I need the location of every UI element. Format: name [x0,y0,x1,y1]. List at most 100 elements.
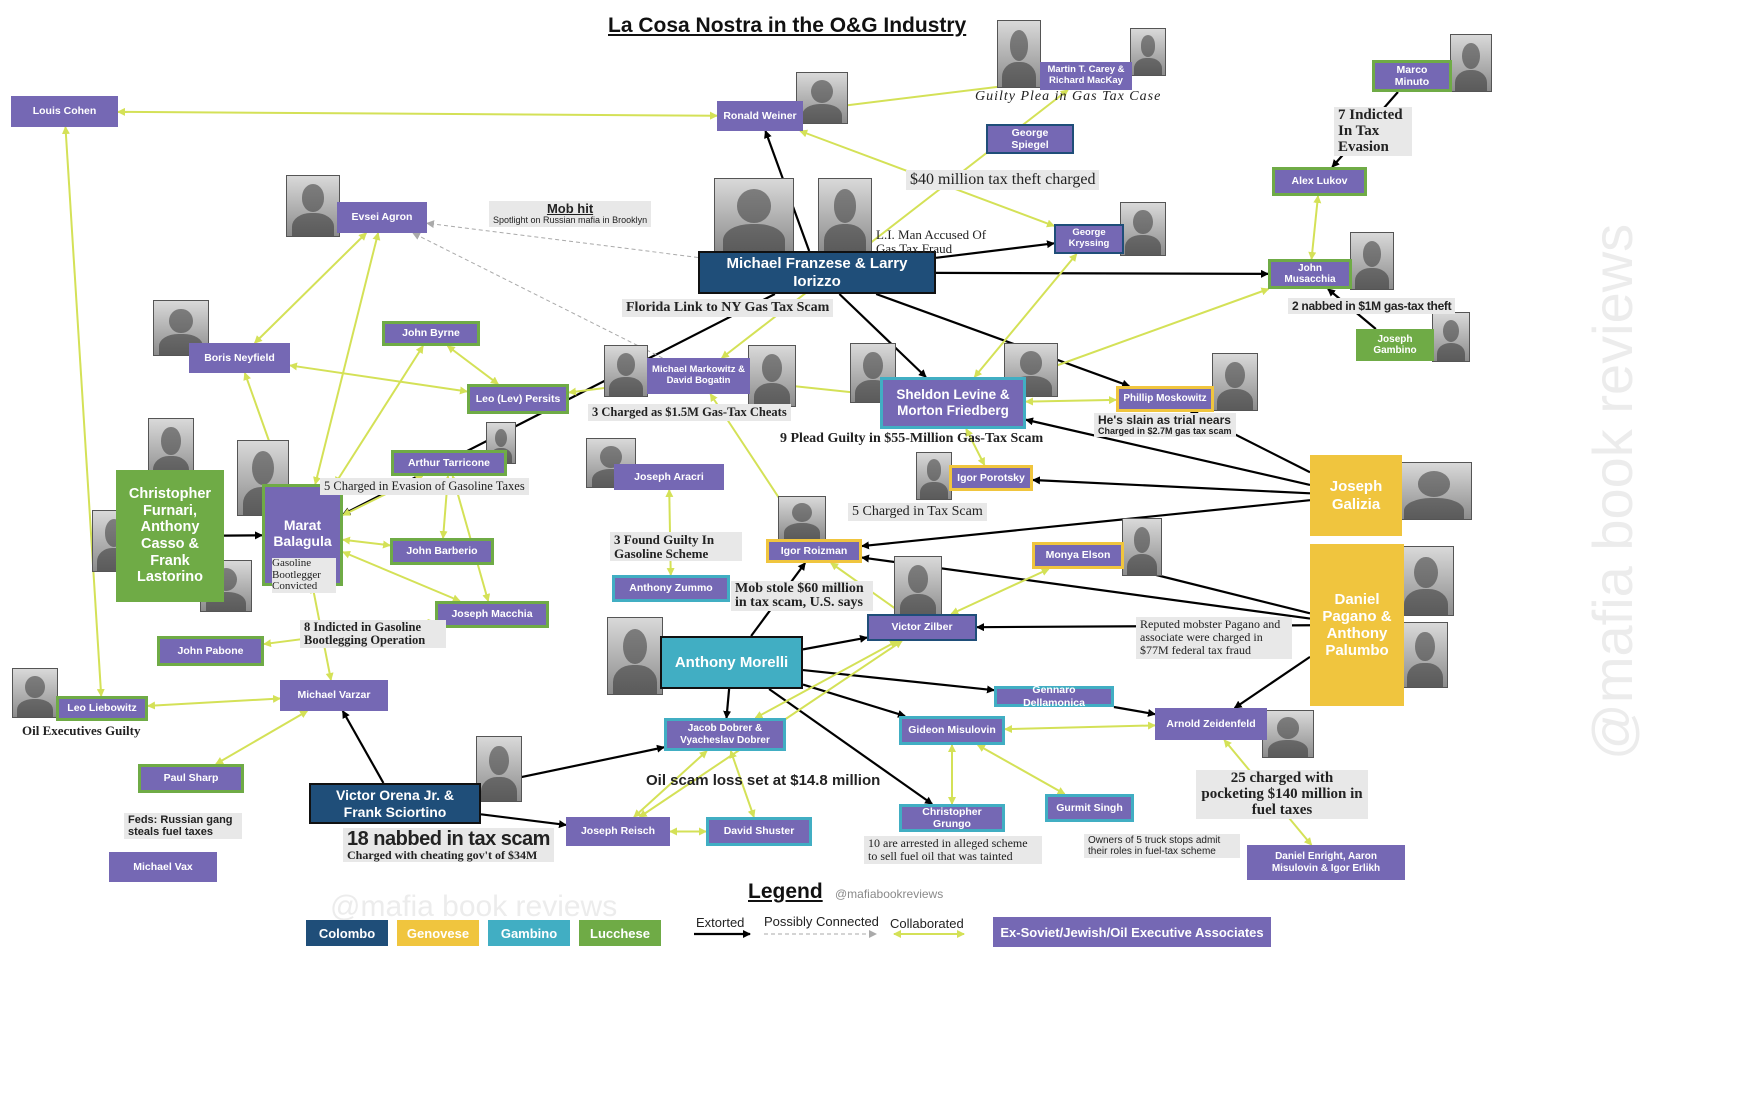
legend-associates: Ex-Soviet/Jewish/Oil Executive Associate… [993,917,1271,947]
caption-charged-5-evasion: 5 Charged in Evasion of Gasoline Taxes [320,478,529,495]
node-boris-neyfield[interactable]: Boris Neyfield [189,343,290,373]
legend-extorted-label: Extorted [696,915,745,930]
photo-larry-iorizzo [818,178,872,253]
node-john-byrne[interactable]: John Byrne [382,321,480,346]
node-phillip-moskowitz[interactable]: Phillip Moskowitz [1116,386,1214,412]
edge-franzese-iorizzo-to-phillip-moskowitz [875,292,1131,388]
caption-indicted-7: 7 Indicted In Tax Evasion [1334,107,1412,157]
photo-ronald-weiner [796,72,848,124]
caption-nabbed-2: 2 nabbed in $1M gas-tax theft [1288,298,1456,314]
edge-orena-sciortino-to-michael-varzar [341,710,385,784]
node-markowitz-bogatin[interactable]: Michael Markowitz & David Bogatin [647,358,750,394]
node-paul-sharp[interactable]: Paul Sharp [138,764,244,793]
edge-pagano-palumbo-to-arnold-zeidenfeld [1233,655,1311,709]
node-gurmit-singh[interactable]: Gurmit Singh [1045,794,1134,822]
node-joseph-gambino[interactable]: Joseph Gambino [1356,329,1434,361]
node-george-spiegel[interactable]: George Spiegel [986,124,1074,154]
node-pagano-palumbo[interactable]: Daniel Pagano & Anthony Palumbo [1310,544,1404,706]
node-arnold-zeidenfeld[interactable]: Arnold Zeidenfeld [1155,708,1267,740]
node-franzese-iorizzo[interactable]: Michael Franzese & Larry Iorizzo [698,251,936,294]
caption-feds-russian: Feds: Russian gang steals fuel taxes [124,813,242,840]
photo-michael-franzese [714,178,794,253]
caption-nabbed-18-sub: Charged with cheating gov't of $34M [347,848,538,862]
edge-john-byrne-to-leo-persits [446,345,499,385]
edge-john-byrne-to-marat-balagula [334,345,424,485]
edge-franzese-iorizzo-to-john-musacchia [935,269,1269,278]
edge-ronald-weiner-to-louis-cohen [117,107,718,120]
photo-marco-minuto [1450,34,1492,92]
photo-igor-roizman [778,496,826,540]
node-monya-elson[interactable]: Monya Elson [1032,542,1124,569]
photo-evsei-agron [286,175,340,237]
handle-text: @mafiabookreviews [835,887,944,901]
caption-mob-hit: Mob hit Spotlight on Russian mafia in Br… [489,201,652,228]
watermark-bottom: @mafia book reviews [330,890,618,923]
edge-anthony-morelli-to-victor-zilber [802,634,868,651]
caption-nabbed-18: 18 nabbed in tax scam Charged with cheat… [343,828,554,862]
node-carey-mackay[interactable]: Martin T. Carey & Richard MacKay [1040,62,1132,90]
caption-charged-3: 3 Charged as $1.5M Gas-Tax Cheats [588,404,791,421]
node-george-kryssing[interactable]: George Kryssing [1054,224,1124,254]
node-marco-minuto[interactable]: Marco Minuto [1372,60,1452,92]
node-anthony-morelli[interactable]: Anthony Morelli [660,636,803,689]
legend-collaborated-label: Collaborated [890,916,964,931]
edge-john-musacchia-to-alex-lukov [1308,195,1322,260]
node-arthur-tarricone[interactable]: Arthur Tarricone [391,450,507,476]
node-joseph-macchia[interactable]: Joseph Macchia [435,601,549,628]
node-louis-cohen[interactable]: Louis Cohen [11,96,118,127]
photo-martin-carey [997,20,1041,88]
edge-orena-sciortino-to-joseph-reisch [480,813,567,829]
node-ronald-weiner[interactable]: Ronald Weiner [717,101,803,131]
node-alex-lukov[interactable]: Alex Lukov [1272,167,1367,196]
node-leo-liebowitz[interactable]: Leo Liebowitz [56,696,148,721]
node-igor-porotsky[interactable]: Igor Porotsky [949,465,1033,491]
node-michael-varzar[interactable]: Michael Varzar [280,680,388,711]
node-john-pabone[interactable]: John Pabone [157,636,264,666]
node-enright-group[interactable]: Daniel Enright, Aaron Misulovin & Igor E… [1247,845,1405,880]
edge-gennaro-dellamonica-to-arnold-zeidenfeld [1113,705,1156,717]
node-evsei-agron[interactable]: Evsei Agron [337,202,427,233]
legend-lucchese: Lucchese [579,920,661,946]
node-igor-roizman[interactable]: Igor Roizman [766,539,862,563]
node-victor-zilber[interactable]: Victor Zilber [867,614,977,641]
photo-daniel-pagano [1398,546,1454,616]
caption-plead-9: 9 Plead Guilty in $55-Million Gas-Tax Sc… [780,431,1044,446]
node-joseph-reisch[interactable]: Joseph Reisch [566,817,670,846]
photo-joseph-gambino [1432,312,1470,362]
edge-markowitz-bogatin-to-evsei-agron [412,232,663,359]
caption-owners-5: Owners of 5 truck stops admit their role… [1084,834,1240,858]
node-joseph-galizia[interactable]: Joseph Galizia [1310,455,1402,536]
photo-victor-orena [476,736,522,802]
photo-phillip-moskowitz [1212,353,1258,411]
legend-possibly-label: Possibly Connected [764,914,879,929]
node-leo-persits[interactable]: Leo (Lev) Persits [467,384,569,414]
edge-marat-balagula-to-john-barberio [342,536,391,549]
node-christopher-grungo[interactable]: Christopher Grungo [899,804,1005,832]
edge-arnold-zeidenfeld-to-gideon-misulovin [1004,721,1156,733]
photo-anthony-palumbo [1402,622,1448,688]
photo-richard-mackay [1130,28,1166,76]
caption-slain-sub: Charged in $2.7M gas tax scam [1098,425,1232,436]
edge-joseph-galizia-to-levine-friedberg [1025,417,1311,487]
edge-franzese-iorizzo-to-evsei-agron [426,220,699,258]
photo-michael-markowitz [604,345,648,397]
node-john-barberio[interactable]: John Barberio [390,538,494,565]
legend-colombo: Colombo [306,920,388,946]
node-levine-friedberg[interactable]: Sheldon Levine & Morton Friedberg [880,377,1026,429]
node-john-musacchia[interactable]: John Musacchia [1268,259,1352,289]
edge-levine-friedberg-to-phillip-moskowitz [1025,396,1117,406]
node-anthony-zummo[interactable]: Anthony Zummo [612,575,730,602]
node-gideon-misulovin[interactable]: Gideon Misulovin [899,716,1005,745]
caption-oil-scam-loss: Oil scam loss set at $14.8 million [646,772,881,789]
node-joseph-aracri[interactable]: Joseph Aracri [614,464,724,490]
node-orena-sciortino[interactable]: Victor Orena Jr. & Frank Sciortino [309,783,481,824]
caption-florida-link: Florida Link to NY Gas Tax Scam [622,299,834,317]
edge-louis-cohen-to-leo-liebowitz [61,126,105,697]
node-gennaro-dellamonica[interactable]: Gennaro Dellamonica [994,684,1114,709]
photo-igor-porotsky [916,452,952,500]
node-christopher-furnari[interactable]: Christopher Furnari, Anthony Casso & Fra… [116,470,224,602]
node-david-shuster[interactable]: David Shuster [706,817,812,846]
node-dobrer[interactable]: Jacob Dobrer & Vyacheslav Dobrer [664,718,786,751]
node-michael-vax[interactable]: Michael Vax [109,852,217,882]
